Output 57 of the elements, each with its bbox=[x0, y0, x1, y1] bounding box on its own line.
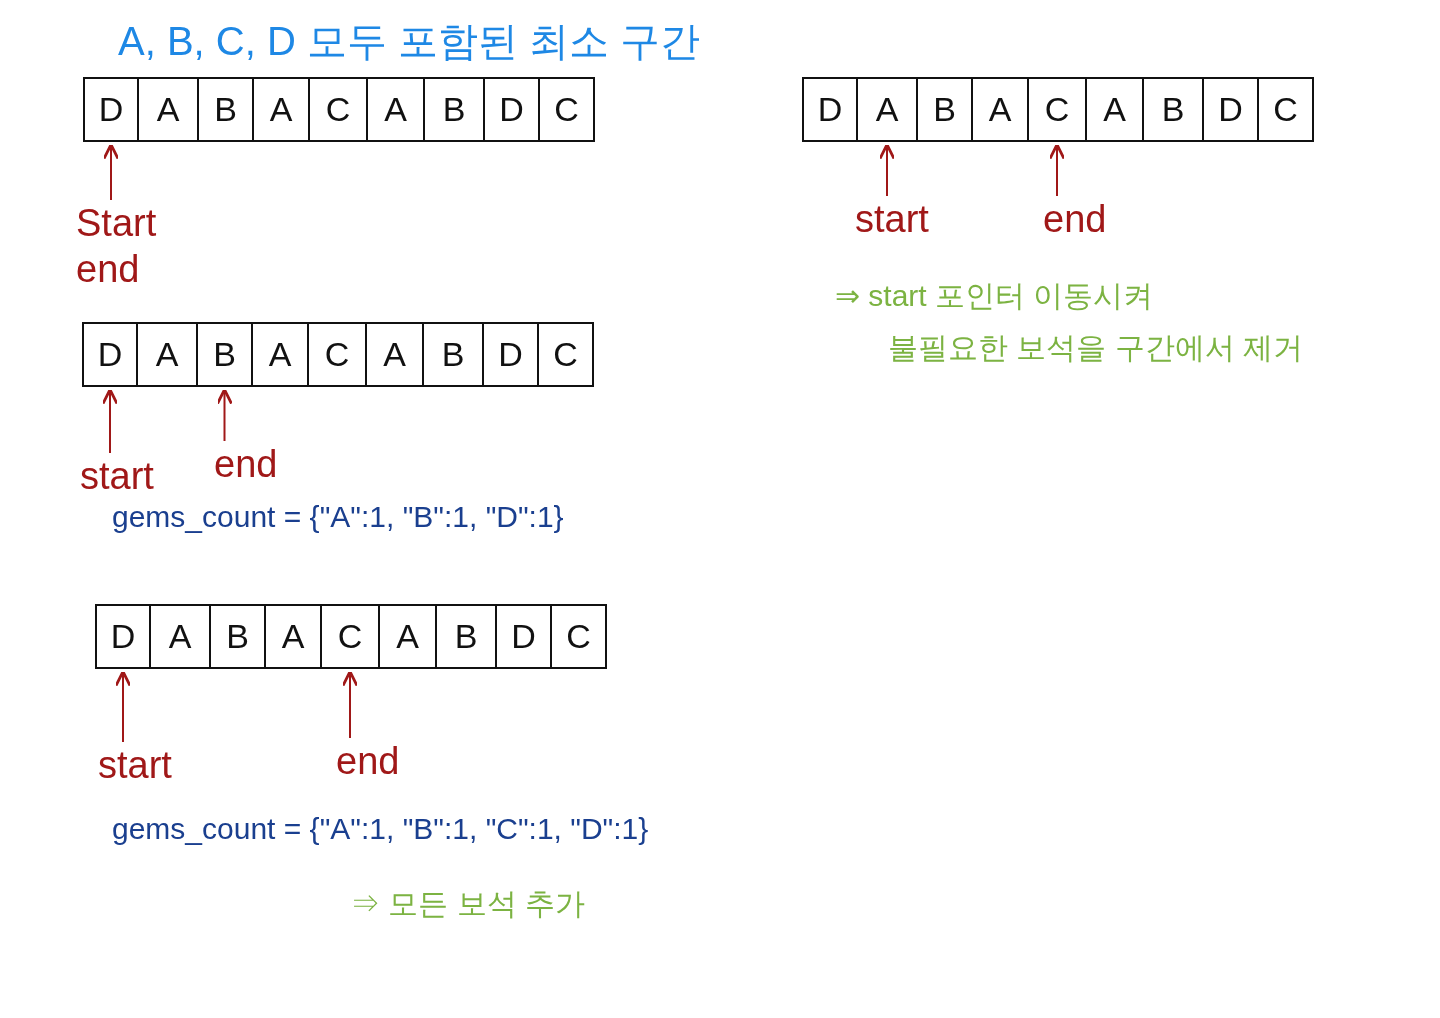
array-cell: A bbox=[856, 77, 918, 142]
array-cell: A bbox=[252, 77, 310, 142]
array-cell: D bbox=[483, 77, 540, 142]
pointer-arrow bbox=[341, 670, 359, 739]
array-cell: C bbox=[537, 322, 594, 387]
pointer-label: start bbox=[80, 454, 154, 499]
array-cell: D bbox=[482, 322, 539, 387]
array-cell: B bbox=[209, 604, 266, 669]
array-cell: A bbox=[264, 604, 322, 669]
pointer-arrow bbox=[216, 388, 233, 442]
pointer-label: end bbox=[336, 739, 400, 784]
array-cell: C bbox=[308, 77, 368, 142]
array-cell: B bbox=[1142, 77, 1204, 142]
pointer-label: Start bbox=[76, 201, 157, 246]
code-note: gems_count = {"A":1, "B":1, "D":1} bbox=[112, 500, 564, 534]
array-cell: C bbox=[1257, 77, 1314, 142]
title: A, B, C, D 모두 포함된 최소 구간 bbox=[118, 18, 701, 65]
array-cell: C bbox=[320, 604, 380, 669]
array-cell: D bbox=[495, 604, 552, 669]
note: 불필요한 보석을 구간에서 제거 bbox=[888, 330, 1303, 366]
pointer-label: end bbox=[214, 442, 278, 487]
array-cell: A bbox=[136, 322, 198, 387]
array-cell: B bbox=[423, 77, 485, 142]
pointer-label: start bbox=[855, 197, 929, 242]
array-cell: A bbox=[137, 77, 199, 142]
array-cell: A bbox=[366, 77, 425, 142]
array-cell: C bbox=[307, 322, 367, 387]
pointer-arrow bbox=[101, 388, 119, 454]
array-cell: C bbox=[550, 604, 607, 669]
array-cell: A bbox=[149, 604, 211, 669]
array-cell: B bbox=[196, 322, 253, 387]
pointer-label: start bbox=[98, 743, 172, 788]
array-cell: B bbox=[916, 77, 973, 142]
array-cell: A bbox=[378, 604, 437, 669]
array-cell: A bbox=[365, 322, 424, 387]
array-cell: B bbox=[197, 77, 254, 142]
array-cell: D bbox=[83, 77, 139, 142]
array-cell: D bbox=[802, 77, 858, 142]
array-cell: A bbox=[1085, 77, 1144, 142]
pointer-label: end bbox=[1043, 197, 1107, 242]
array-cell: B bbox=[422, 322, 484, 387]
array-cell: C bbox=[1027, 77, 1087, 142]
note: ⇒ start 포인터 이동시켜 bbox=[835, 278, 1154, 314]
pointer-arrow bbox=[878, 143, 896, 197]
array-cell: D bbox=[95, 604, 151, 669]
note: ⇒ 모든 보석 추가 bbox=[350, 886, 585, 922]
pointer-arrow bbox=[1048, 143, 1066, 197]
array-cell: A bbox=[971, 77, 1029, 142]
pointer-arrow bbox=[102, 143, 120, 201]
array-cell: D bbox=[82, 322, 138, 387]
code-note: gems_count = {"A":1, "B":1, "C":1, "D":1} bbox=[112, 812, 649, 846]
array-cell: B bbox=[435, 604, 497, 669]
array-cell: A bbox=[251, 322, 309, 387]
array-cell: C bbox=[538, 77, 595, 142]
pointer-arrow bbox=[114, 670, 132, 743]
pointer-label: end bbox=[76, 247, 141, 292]
array-cell: D bbox=[1202, 77, 1259, 142]
